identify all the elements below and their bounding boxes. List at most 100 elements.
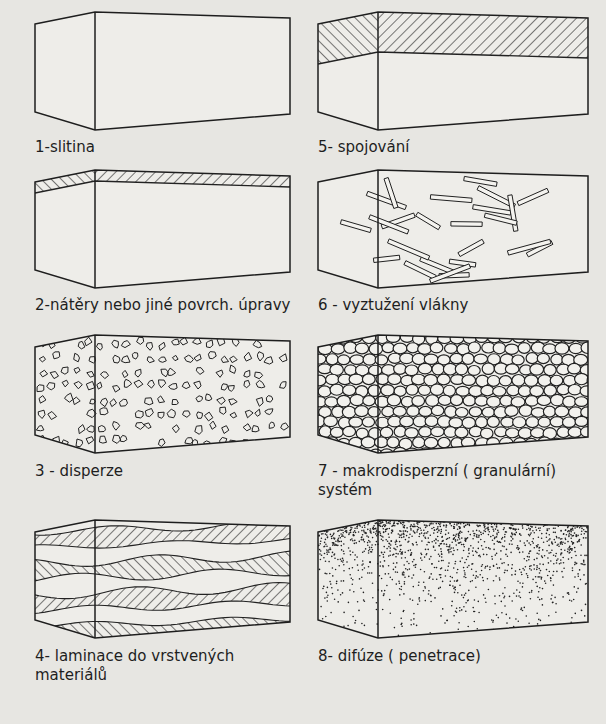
diffusion-dot [375, 544, 377, 546]
diffusion-dot [350, 527, 352, 529]
diffusion-dot [401, 552, 403, 554]
diffusion-dot [503, 546, 505, 548]
particle [279, 354, 287, 362]
diffusion-dot [519, 591, 521, 593]
diffusion-dot [449, 544, 451, 546]
diffusion-dot [354, 527, 356, 529]
diffusion-dot [536, 565, 538, 567]
diffusion-dot [352, 567, 354, 569]
diffusion-dot [365, 533, 367, 535]
diffusion-dot [362, 560, 364, 562]
diffusion-dot [473, 554, 475, 556]
diffusion-dot [403, 522, 405, 524]
diffusion-dot [330, 632, 332, 634]
diffusion-dot [434, 529, 436, 531]
diffusion-dot [556, 571, 558, 573]
particle [257, 352, 263, 361]
diffusion-dot [431, 563, 433, 565]
diffusion-dot [440, 587, 442, 589]
diffusion-dot [320, 559, 322, 561]
diffusion-dot [531, 569, 533, 571]
grain [462, 375, 476, 386]
diffusion-dot [456, 534, 458, 536]
diffusion-dot [536, 553, 538, 555]
diffusion-dot [539, 530, 541, 532]
diffusion-dot [336, 544, 338, 546]
diffusion-dot [472, 530, 474, 532]
diffusion-dot [498, 617, 500, 619]
diffusion-dot [446, 520, 448, 522]
diffusion-dot [341, 530, 343, 532]
diffusion-dot [568, 536, 570, 538]
diffusion-dot [453, 528, 455, 530]
grain [350, 355, 364, 365]
diffusion-dot [514, 629, 516, 631]
diffusion-dot [448, 566, 450, 568]
diffusion-dot [472, 538, 474, 540]
diffusion-dot [326, 551, 328, 553]
diffusion-dot [431, 528, 433, 530]
particle [48, 412, 57, 420]
grain [369, 343, 383, 355]
diffusion-dot [375, 528, 377, 530]
diffusion-dot [416, 542, 418, 544]
block-texture [312, 332, 601, 460]
diffusion-dot [438, 588, 440, 590]
particle [74, 382, 82, 389]
diffusion-dot [556, 520, 558, 522]
diffusion-dot [488, 529, 490, 531]
particle [119, 399, 127, 406]
diffusion-dot [496, 526, 498, 528]
diffusion-dot [406, 561, 408, 563]
grain [455, 427, 468, 438]
diffusion-dot [362, 569, 364, 571]
diffusion-dot [537, 519, 539, 521]
grain [512, 355, 524, 365]
diffusion-dot [519, 533, 521, 535]
diffusion-dot [573, 542, 575, 544]
diffusion-dot [404, 552, 406, 554]
diffusion-dot [552, 602, 554, 604]
diffusion-dot [575, 613, 577, 615]
diffusion-dot [558, 545, 560, 547]
diffusion-dot [542, 549, 544, 551]
diffusion-dot [325, 543, 327, 545]
diffusion-dot [465, 540, 467, 542]
diffusion-dot [453, 615, 455, 617]
diffusion-dot [333, 634, 335, 636]
diffusion-dot [330, 583, 332, 585]
diffusion-dot [555, 555, 557, 557]
diffusion-dot [546, 533, 548, 535]
fiber [340, 220, 371, 233]
diffusion-dot [528, 542, 530, 544]
diffusion-dot [348, 602, 350, 604]
diffusion-dot [426, 525, 428, 527]
diffusion-dot [382, 526, 384, 528]
particle [244, 370, 250, 377]
diffusion-dot [424, 571, 426, 573]
diffusion-dot [403, 530, 405, 532]
block-edge [94, 170, 96, 288]
diffusion-dot [417, 523, 419, 525]
block-texture [35, 170, 290, 193]
diffusion-dot [463, 597, 465, 599]
block-face [35, 170, 290, 288]
diffusion-dot [323, 520, 325, 522]
particle [210, 421, 216, 429]
diffusion-dot [392, 525, 394, 527]
diffusion-dot [446, 538, 448, 540]
diffusion-dot [321, 524, 323, 526]
diffusion-dot [570, 529, 572, 531]
diffusion-dot [361, 623, 363, 625]
diffusion-dot [418, 527, 420, 529]
diffusion-dot [535, 527, 537, 529]
diffusion-dot [533, 538, 535, 540]
diffusion-dot [383, 556, 385, 558]
diffusion-dot [419, 597, 421, 599]
diffusion-dot [568, 552, 570, 554]
diffusion-dot [450, 547, 452, 549]
diffusion-dot [580, 544, 582, 546]
diffusion-dot [477, 520, 479, 522]
diffusion-dot [442, 608, 444, 610]
diffusion-dot [584, 555, 586, 557]
